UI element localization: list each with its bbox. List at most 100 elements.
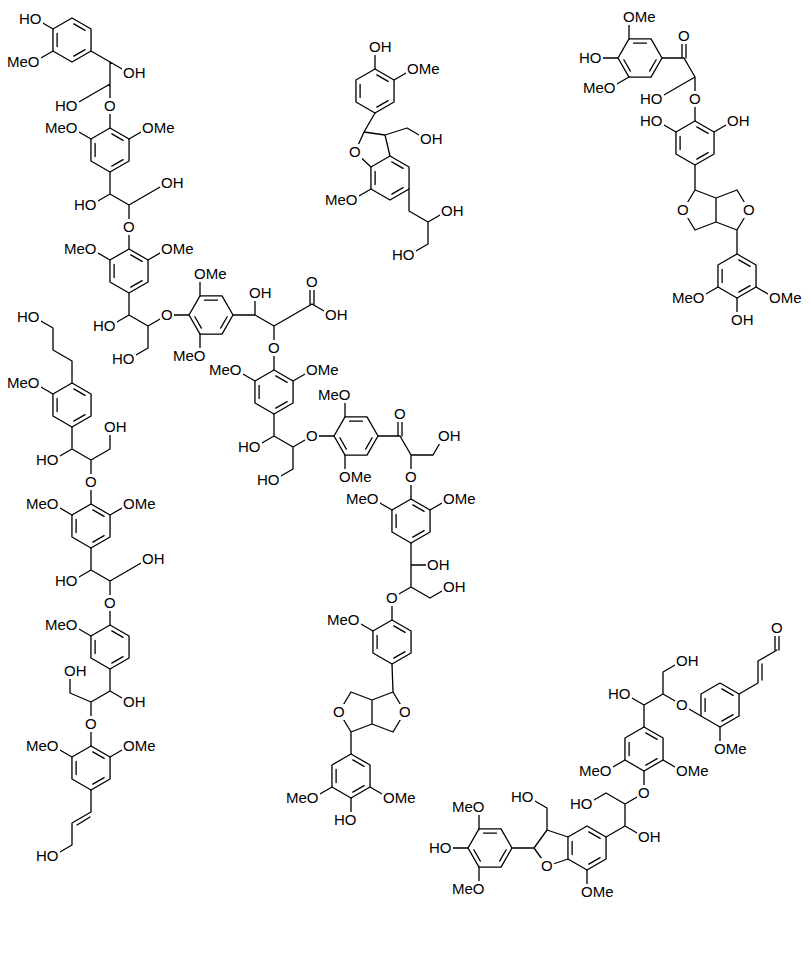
atom-label: OH	[122, 694, 147, 710]
atom-label: O	[675, 697, 689, 713]
atom-label: OH	[141, 551, 166, 567]
atom-label: HO	[16, 309, 41, 325]
atom-label: OH	[324, 307, 349, 323]
atom-label: OH	[368, 39, 393, 55]
atom-label: O	[332, 704, 346, 720]
ring	[568, 826, 606, 870]
atom-label: O	[688, 91, 702, 107]
atom-label: OH	[248, 285, 273, 301]
atom-label: MeO	[324, 192, 359, 208]
atom-label: HO	[256, 472, 281, 488]
atom-label: OMe	[768, 290, 803, 306]
ring	[625, 727, 663, 771]
atom-label: OMe	[382, 790, 417, 806]
atom-label: MeO	[345, 491, 380, 507]
ring	[110, 249, 148, 293]
atom-label: O	[103, 98, 117, 114]
bond-lines-furofuran-dimer	[596, 17, 775, 320]
atom-label: HO	[510, 789, 535, 805]
atom-label: HO	[35, 452, 60, 468]
atom-label: MeO	[582, 80, 617, 96]
atom-label: HO	[111, 351, 136, 367]
atom-label: O	[84, 474, 98, 490]
ring	[189, 296, 233, 334]
atom-label: O	[305, 274, 319, 290]
atom-label: O	[770, 620, 784, 636]
atom-label: O	[540, 858, 554, 874]
atom-label: OH	[426, 557, 451, 573]
atom-label: OH	[730, 312, 755, 328]
atom-label: HO	[73, 197, 98, 213]
ring	[53, 383, 91, 427]
atom-label: OMe	[141, 120, 176, 136]
ring	[72, 504, 110, 548]
atom-label: HO	[639, 91, 664, 107]
atom-label: O	[267, 340, 281, 356]
ring	[392, 499, 430, 543]
atom-label: O	[742, 202, 756, 218]
ring	[53, 18, 91, 62]
ring	[371, 156, 409, 200]
ring	[356, 69, 394, 113]
atom-label: O	[160, 307, 174, 323]
atom-label: HO	[391, 247, 416, 263]
atom-label: HO	[607, 686, 632, 702]
atom-label: MeO	[172, 348, 207, 364]
atom-label: MeO	[285, 790, 320, 806]
ring	[373, 620, 411, 664]
atom-label: MeO	[671, 290, 706, 306]
atom-label: OMe	[122, 738, 157, 754]
atom-label: OMe	[160, 241, 195, 257]
atom-label: O	[385, 590, 399, 606]
atom-label: OMe	[442, 491, 477, 507]
atom-label: HO	[428, 840, 453, 856]
atom-label: MeO	[6, 54, 41, 70]
atom-label: HO	[18, 11, 43, 27]
ring	[334, 417, 378, 455]
atom-label: OH	[63, 663, 88, 679]
atom-label: OMe	[406, 61, 441, 77]
ring	[91, 625, 129, 669]
atom-label: OH	[440, 203, 465, 219]
atom-label: OH	[637, 829, 662, 845]
atom-label: MeO	[326, 612, 361, 628]
atom-label: O	[122, 219, 136, 235]
bond-lines-left-chain	[34, 317, 148, 856]
bond-lines-benzofuran	[352, 47, 447, 255]
atom-label: HO	[639, 113, 664, 129]
atom-label: OH	[726, 113, 751, 129]
bond-lines-main-chain	[34, 19, 449, 820]
atom-label: HO	[333, 812, 358, 828]
atom-label: HO	[237, 439, 262, 455]
atom-label: O	[84, 716, 98, 732]
atom-label: MeO	[25, 738, 60, 754]
atom-label: OH	[442, 579, 467, 595]
atom-label: O	[404, 469, 418, 485]
ring	[468, 829, 512, 867]
atom-label: OMe	[338, 469, 373, 485]
ring	[676, 121, 714, 165]
atom-label: MeO	[25, 496, 60, 512]
atom-label: O	[676, 202, 690, 218]
atom-label: OH	[160, 175, 185, 191]
ring	[332, 754, 370, 798]
atom-label: MeO	[451, 881, 486, 897]
atom-label: OMe	[122, 496, 157, 512]
ring	[618, 39, 662, 77]
atom-label: MeO	[208, 362, 243, 378]
atom-label: OMe	[193, 266, 228, 282]
atom-label: O	[103, 595, 117, 611]
ring	[91, 128, 129, 172]
atom-label: MeO	[317, 387, 352, 403]
atom-label: HO	[578, 50, 603, 66]
atom-label: OH	[122, 65, 147, 81]
atom-label: O	[393, 406, 407, 422]
atom-label: MeO	[44, 617, 79, 633]
bonds	[34, 17, 779, 892]
atom-label: MeO	[578, 763, 613, 779]
atom-label: HO	[569, 796, 594, 812]
atom-label: O	[305, 428, 319, 444]
atom-label: OMe	[713, 741, 748, 757]
